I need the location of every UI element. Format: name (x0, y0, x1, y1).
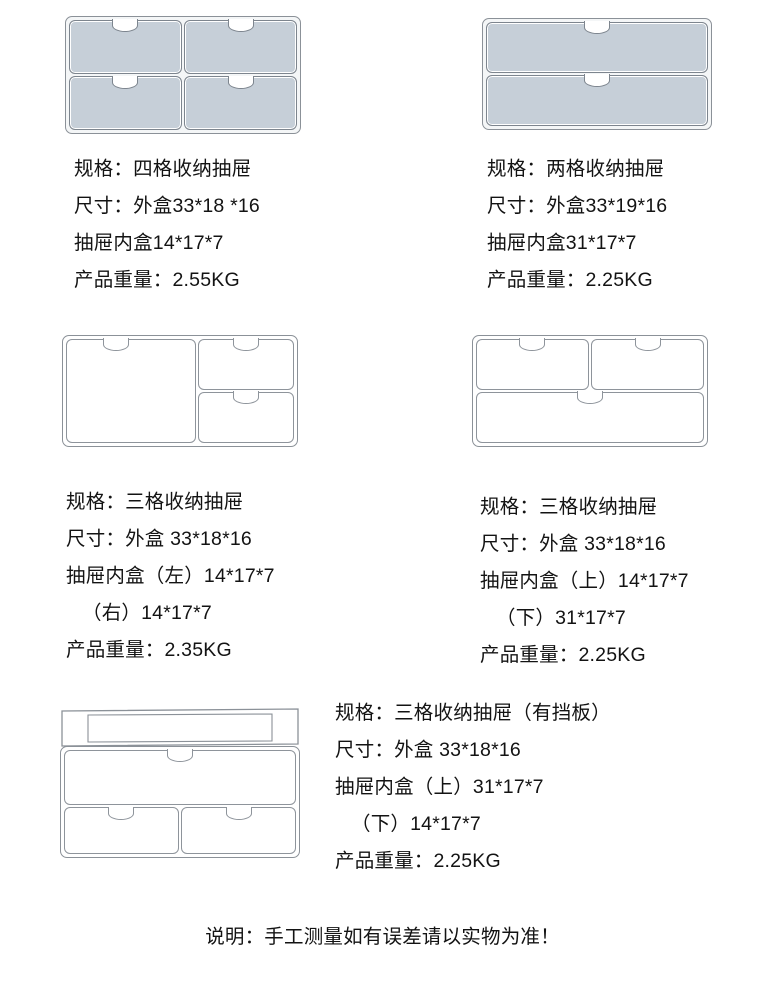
spec-line-outer: 尺寸：外盒 33*18*16 (480, 533, 666, 555)
three-grid-with-baffle-drawer-diagram (60, 700, 300, 858)
drawer-top-left (69, 19, 182, 74)
drawer-handle-icon (112, 75, 139, 89)
spec-line-name: 规格：三格收纳抽屉（有挡板） (335, 702, 611, 724)
spec-line-name: 规格：四格收纳抽屉 (74, 158, 252, 180)
drawer-right-top (198, 338, 294, 390)
drawer-handle-icon (519, 338, 546, 352)
two-grid-spec-text: 规格：两格收纳抽屉 尺寸：外盒33*19*16 抽屉内盒31*17*7 产品重量… (487, 151, 667, 299)
four-grid-spec-text: 规格：四格收纳抽屉 尺寸：外盒33*18 *16 抽屉内盒14*17*7 产品重… (74, 151, 260, 299)
spec-line-inner: 抽屉内盒14*17*7 (74, 232, 224, 254)
drawer-bottom-wide (476, 391, 704, 443)
measurement-disclaimer-note: 说明：手工测量如有误差请以实物为准！ (205, 926, 560, 948)
drawer-top-left (476, 338, 589, 390)
spec-line-inner-right: （右）14*17*7 (82, 602, 212, 624)
spec-line-name: 规格：三格收纳抽屉 (66, 491, 244, 513)
drawer-handle-icon (102, 338, 129, 352)
drawer-handle-icon (584, 74, 610, 88)
spec-line-weight: 产品重量：2.55KG (74, 269, 240, 291)
spec-line-name: 规格：三格收纳抽屉 (480, 496, 658, 518)
drawer-handle-icon (233, 338, 260, 352)
spec-line-outer: 尺寸：外盒33*18 *16 (74, 195, 260, 217)
spec-line-outer: 尺寸：外盒 33*18*16 (335, 739, 521, 761)
drawer-handle-icon (584, 21, 610, 35)
drawer-handle-icon (227, 75, 254, 89)
drawer-unit-outer-box (472, 335, 708, 447)
drawer-unit-outer-box (482, 18, 712, 130)
drawer-unit-outer-box (60, 746, 300, 858)
spec-line-inner-top: 抽屉内盒（上）31*17*7 (335, 776, 544, 798)
drawer-unit-outer-box (62, 335, 298, 447)
three-grid-left-right-spec-text: 规格：三格收纳抽屉 尺寸：外盒 33*18*16 抽屉内盒（左）14*17*7 … (66, 484, 275, 669)
drawer-top-right (591, 338, 704, 390)
spec-line-inner-top: 抽屉内盒（上）14*17*7 (480, 570, 689, 592)
spec-line-inner-bottom: （下）31*17*7 (496, 607, 626, 629)
spec-line-inner-bottom: （下）14*17*7 (351, 813, 481, 835)
drawer-handle-icon (167, 749, 193, 763)
spec-line-outer: 尺寸：外盒 33*18*16 (66, 528, 252, 550)
three-grid-with-baffle-spec-text: 规格：三格收纳抽屉（有挡板） 尺寸：外盒 33*18*16 抽屉内盒（上）31*… (335, 695, 611, 880)
drawer-top (486, 21, 708, 73)
drawer-left-tall (66, 338, 196, 443)
drawer-top-wide (64, 749, 296, 806)
drawer-top-right (184, 19, 297, 74)
drawer-handle-icon (225, 806, 252, 820)
spec-line-weight: 产品重量：2.25KG (487, 269, 653, 291)
drawer-bottom-right (184, 75, 297, 130)
drawer-bottom (486, 74, 708, 126)
spec-line-inner: 抽屉内盒31*17*7 (487, 232, 637, 254)
drawer-bottom-right (181, 806, 296, 854)
three-grid-top-bottom-spec-text: 规格：三格收纳抽屉 尺寸：外盒 33*18*16 抽屉内盒（上）14*17*7 … (480, 489, 689, 674)
four-grid-drawer-diagram (65, 16, 301, 134)
three-grid-left-tall-drawer-diagram (62, 335, 298, 447)
drawer-handle-icon (577, 391, 603, 405)
spec-line-weight: 产品重量：2.35KG (66, 639, 232, 661)
drawer-bottom-left (64, 806, 179, 854)
spec-line-inner-left: 抽屉内盒（左）14*17*7 (66, 565, 275, 587)
drawer-bottom-left (69, 75, 182, 130)
drawer-handle-icon (112, 19, 139, 33)
three-grid-two-top-one-bottom-drawer-diagram (472, 335, 708, 447)
baffle-panel-icon (61, 708, 299, 747)
spec-line-outer: 尺寸：外盒33*19*16 (487, 195, 668, 217)
drawer-handle-icon (108, 806, 135, 820)
drawer-right-bottom (198, 391, 294, 443)
spec-line-name: 规格：两格收纳抽屉 (487, 158, 665, 180)
two-grid-drawer-diagram (482, 18, 712, 130)
drawer-handle-icon (233, 391, 260, 405)
drawer-unit-outer-box (65, 16, 301, 134)
spec-line-weight: 产品重量：2.25KG (335, 850, 501, 872)
drawer-handle-icon (227, 19, 254, 33)
spec-line-weight: 产品重量：2.25KG (480, 644, 646, 666)
drawer-handle-icon (634, 338, 661, 352)
